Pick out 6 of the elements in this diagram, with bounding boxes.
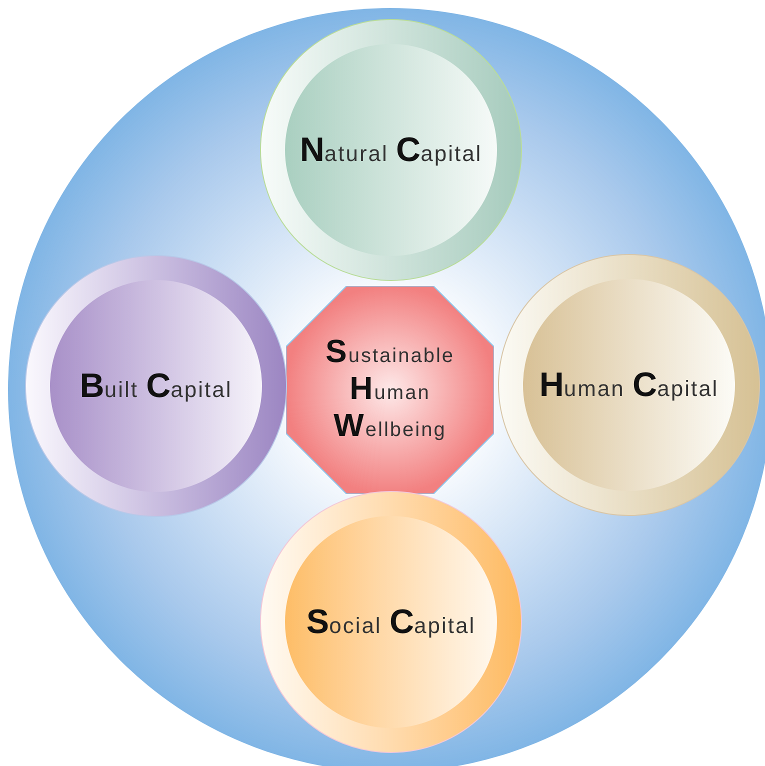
center-label: Sustainable Human Wellbeing: [324, 334, 456, 444]
capital-label: Social Capital: [306, 602, 476, 642]
capital-label: Built Capital: [80, 366, 232, 406]
octagon-shape: [286, 286, 494, 494]
capital-label: Natural Capital: [300, 130, 482, 170]
capital-label: Human Capital: [539, 364, 719, 406]
